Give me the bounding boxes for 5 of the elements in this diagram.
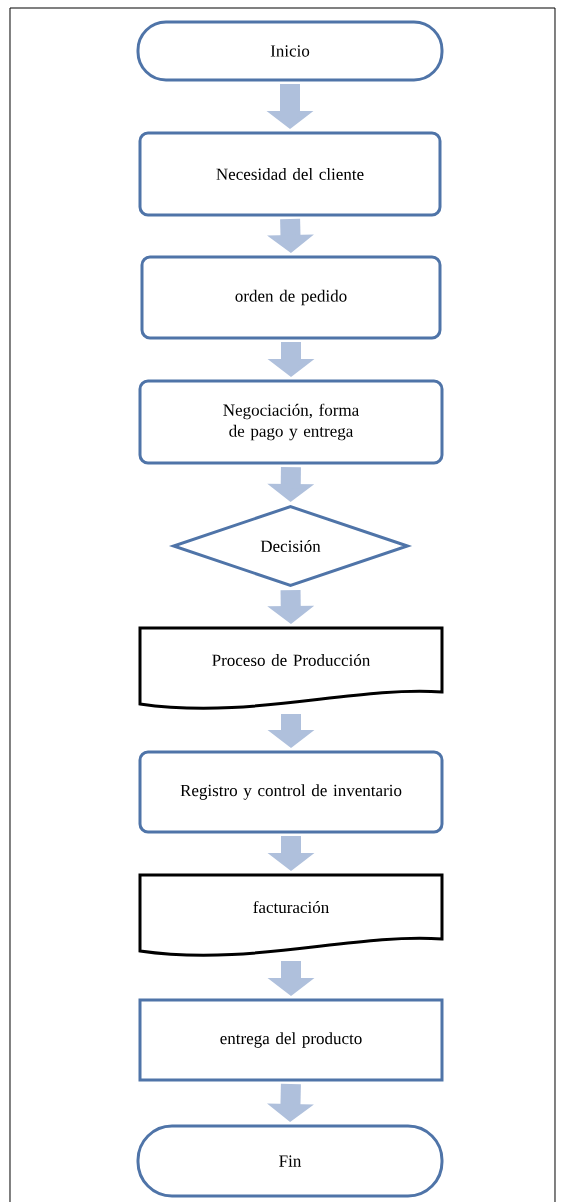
process-box: Negociación, forma de pago y entrega (138, 379, 444, 465)
process-box: Registro y control de inventario (138, 750, 444, 834)
process-box: entrega del producto (138, 998, 444, 1082)
process-box: Necesidad del cliente (138, 131, 442, 217)
process-box: orden de pedido (140, 255, 442, 340)
